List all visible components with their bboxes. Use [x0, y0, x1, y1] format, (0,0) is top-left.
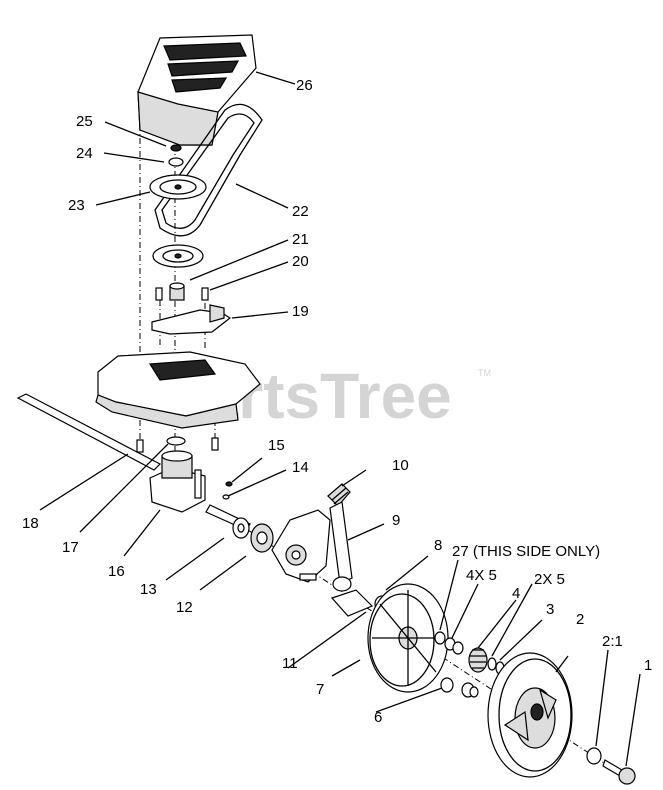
part-bracket-bolts: [155, 287, 209, 301]
callout-4: 4: [512, 585, 520, 602]
part-wheel: [487, 652, 573, 778]
part-bracket: [151, 304, 232, 335]
callout-15: 15: [268, 437, 285, 454]
part-adjust-plate: [271, 509, 331, 583]
part-wheel-bushing: [586, 747, 602, 765]
part-pin: [225, 481, 233, 487]
callout-23: 23: [68, 197, 85, 214]
part-lever-arm: [329, 501, 353, 592]
callout-11: 11: [282, 655, 298, 672]
callout-21: 21: [292, 231, 309, 248]
callout-2: 2: [576, 611, 584, 628]
callout-3: 3: [546, 601, 554, 618]
callout-12: 12: [176, 599, 193, 616]
callout-labels: 26 25 24 23 22 21 20 19 18 17 16 15 14 1…: [22, 77, 652, 726]
callout-24: 24: [76, 145, 93, 162]
callout-7: 7: [316, 681, 324, 698]
callout-20: 20: [292, 253, 309, 270]
part-upper-pulley: [149, 174, 207, 200]
callout-9: 9: [392, 512, 400, 529]
callout-18: 18: [22, 515, 39, 532]
callout-10: 10: [392, 457, 409, 474]
part-wheel-bolt: [602, 759, 636, 785]
callout-14: 14: [292, 459, 309, 476]
part-lower-pulley: [152, 244, 204, 268]
part-cover: [137, 34, 257, 146]
callout-16: 16: [108, 563, 125, 580]
callout-2to1: 2:1: [602, 633, 623, 650]
callout-22: 22: [292, 203, 309, 220]
callout-2x5: 2X 5: [534, 571, 565, 588]
part-bushing-small: [232, 517, 250, 539]
part-gearbox-washer: [136, 436, 219, 453]
callout-25: 25: [76, 113, 93, 130]
part-key: [222, 494, 230, 500]
part-spacer: [169, 282, 185, 301]
part-drive-gear: [468, 647, 488, 673]
callout-26: 26: [296, 77, 313, 94]
callout-19: 19: [292, 303, 309, 320]
callout-17: 17: [62, 539, 79, 556]
part-belt: [154, 103, 263, 237]
part-bearing: [250, 523, 274, 553]
callout-6: 6: [374, 709, 382, 726]
callout-4x5: 4X 5: [466, 567, 497, 584]
callout-1: 1: [644, 657, 652, 674]
callout-8: 8: [434, 537, 442, 554]
part-spring: [327, 483, 351, 507]
part-washers-inner: [434, 631, 464, 655]
part-nut: [170, 144, 182, 152]
callout-13: 13: [140, 581, 157, 598]
part-wheel-hub: [367, 583, 449, 693]
part-gearbox: [149, 450, 206, 513]
leader-lines: [39, 71, 641, 767]
part-washer-6: [440, 677, 454, 693]
part-deck-housing: [95, 351, 261, 429]
callout-27: 27 (THIS SIDE ONLY): [452, 543, 600, 560]
watermark-trademark: TM: [478, 368, 491, 378]
part-hub-spacers: [461, 682, 479, 698]
part-washer-small: [168, 157, 184, 167]
